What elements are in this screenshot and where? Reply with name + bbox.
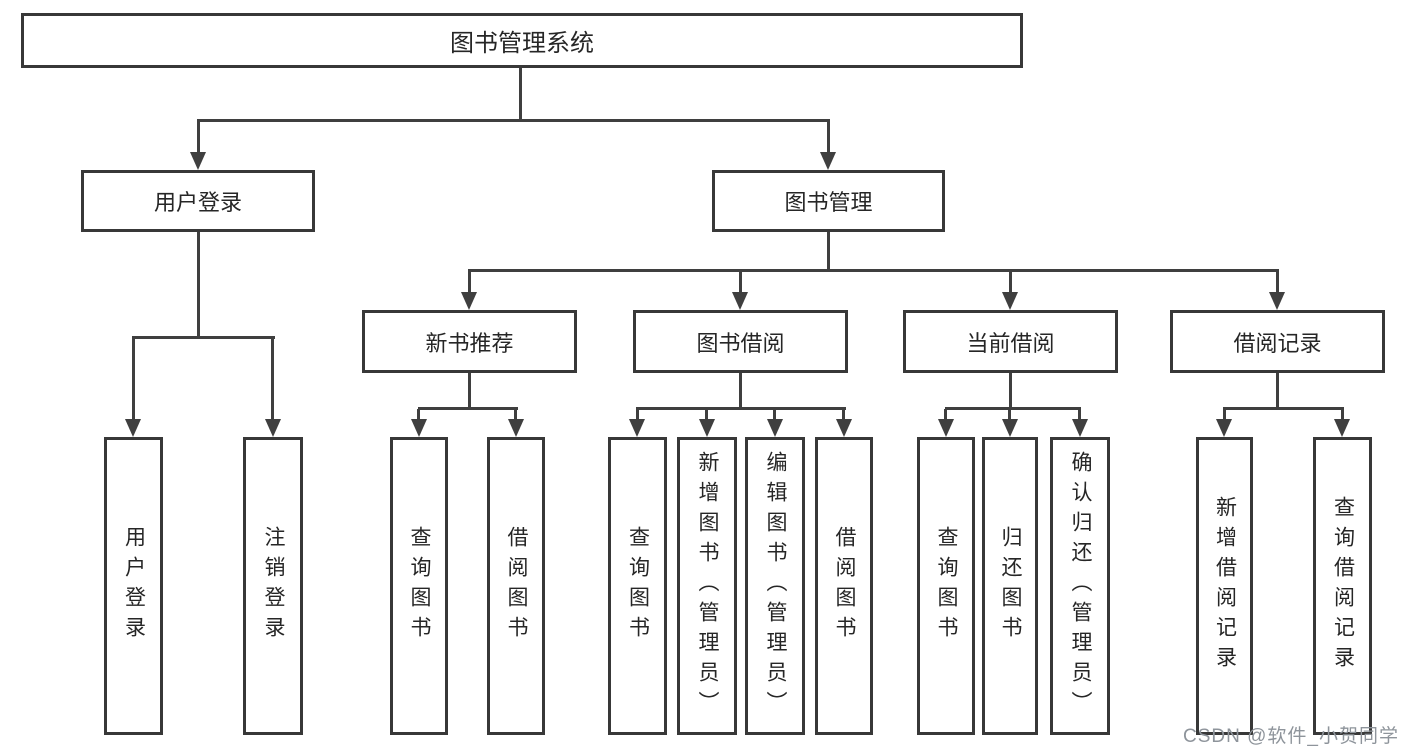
node-label: 借阅记录 (1233, 330, 1322, 356)
arrowhead-down-icon (125, 419, 141, 437)
leaf-add-borrow-record: 新增借阅记录 (1196, 437, 1253, 735)
arrowhead-down-icon (629, 419, 645, 437)
arrowhead-down-icon (1269, 292, 1285, 310)
leaf-label: 编辑图书（管理员） (764, 451, 787, 721)
connector-line (1008, 409, 1011, 422)
connector-line (1009, 373, 1012, 409)
connector-line (132, 336, 275, 339)
leaf-query-books: 查询图书 (917, 437, 975, 735)
leaf-query-books: 查询图书 (390, 437, 448, 735)
arrowhead-down-icon (1002, 419, 1018, 437)
leaf-return-books: 归还图书 (982, 437, 1038, 735)
arrowhead-down-icon (767, 419, 783, 437)
leaf-logout: 注销登录 (243, 437, 303, 735)
node-new-book-recommend: 新书推荐 (362, 310, 577, 373)
leaf-borrow-books: 借阅图书 (487, 437, 545, 735)
arrowhead-down-icon (820, 152, 836, 170)
connector-line (1276, 373, 1279, 409)
arrowhead-down-icon (1002, 292, 1018, 310)
connector-line (773, 409, 776, 422)
connector-line (1223, 409, 1226, 422)
connector-line (417, 409, 420, 422)
leaf-edit-books-admin: 编辑图书（管理员） (745, 437, 805, 735)
node-label: 当前借阅 (966, 330, 1055, 356)
node-root: 图书管理系统 (21, 13, 1023, 68)
arrowhead-down-icon (411, 419, 427, 437)
leaf-label: 查询图书 (935, 526, 958, 646)
connector-line (514, 409, 517, 422)
arrowhead-down-icon (190, 152, 206, 170)
leaf-label: 查询图书 (408, 526, 431, 646)
connector-line (739, 272, 742, 294)
leaf-label: 归还图书 (999, 526, 1022, 646)
arrowhead-down-icon (1216, 419, 1232, 437)
connector-line (271, 338, 274, 422)
leaf-confirm-return-admin: 确认归还（管理员） (1050, 437, 1110, 735)
connector-line (945, 407, 1081, 410)
connector-line (1009, 272, 1012, 294)
leaf-query-borrow-record: 查询借阅记录 (1313, 437, 1372, 735)
leaf-label: 注销登录 (262, 526, 285, 646)
arrowhead-down-icon (732, 292, 748, 310)
leaf-add-books-admin: 新增图书（管理员） (677, 437, 737, 735)
leaf-query-books: 查询图书 (608, 437, 667, 735)
leaf-label: 新增借阅记录 (1213, 496, 1237, 676)
connector-line (468, 373, 471, 409)
leaf-label: 用户登录 (122, 526, 146, 646)
connector-line (1341, 409, 1344, 422)
connector-line (197, 121, 200, 155)
leaf-label: 确认归还（管理员） (1069, 451, 1092, 721)
node-user-login: 用户登录 (81, 170, 315, 232)
node-current-borrow: 当前借阅 (903, 310, 1118, 373)
connector-line (1223, 407, 1344, 410)
connector-line (739, 373, 742, 409)
connector-line (827, 121, 830, 155)
connector-line (1078, 409, 1081, 422)
arrowhead-down-icon (1072, 419, 1088, 437)
connector-line (636, 407, 846, 410)
node-book-borrow: 图书借阅 (633, 310, 848, 373)
connector-line (636, 409, 639, 422)
connector-line (944, 409, 947, 422)
leaf-borrow-books: 借阅图书 (815, 437, 873, 735)
connector-line (468, 269, 1279, 272)
node-root-label: 图书管理系统 (450, 30, 594, 57)
node-label: 用户登录 (153, 190, 242, 215)
connector-line (132, 338, 135, 422)
leaf-user-login: 用户登录 (104, 437, 163, 735)
leaf-label: 查询图书 (626, 526, 650, 646)
connector-line (519, 68, 522, 121)
connector-line (197, 232, 200, 338)
leaf-label: 新增图书（管理员） (696, 451, 719, 721)
connector-line (197, 119, 830, 122)
leaf-label: 借阅图书 (833, 526, 856, 646)
node-label: 新书推荐 (425, 330, 514, 356)
arrowhead-down-icon (265, 419, 281, 437)
arrowhead-down-icon (508, 419, 524, 437)
connector-line (705, 409, 708, 422)
node-label: 图书管理 (784, 190, 873, 215)
arrowhead-down-icon (461, 292, 477, 310)
node-borrow-records: 借阅记录 (1170, 310, 1385, 373)
leaf-label: 借阅图书 (505, 526, 528, 646)
connector-line (468, 272, 471, 294)
csdn-watermark: CSDN @软件_小贺同学 (1183, 726, 1399, 747)
arrowhead-down-icon (836, 419, 852, 437)
node-book-management: 图书管理 (712, 170, 945, 232)
connector-line (1276, 272, 1279, 294)
connector-line (827, 232, 830, 271)
arrowhead-down-icon (938, 419, 954, 437)
node-label: 图书借阅 (696, 330, 785, 356)
arrowhead-down-icon (699, 419, 715, 437)
connector-line (842, 409, 845, 422)
connector-line (418, 407, 518, 410)
leaf-label: 查询借阅记录 (1331, 496, 1355, 676)
arrowhead-down-icon (1334, 419, 1350, 437)
